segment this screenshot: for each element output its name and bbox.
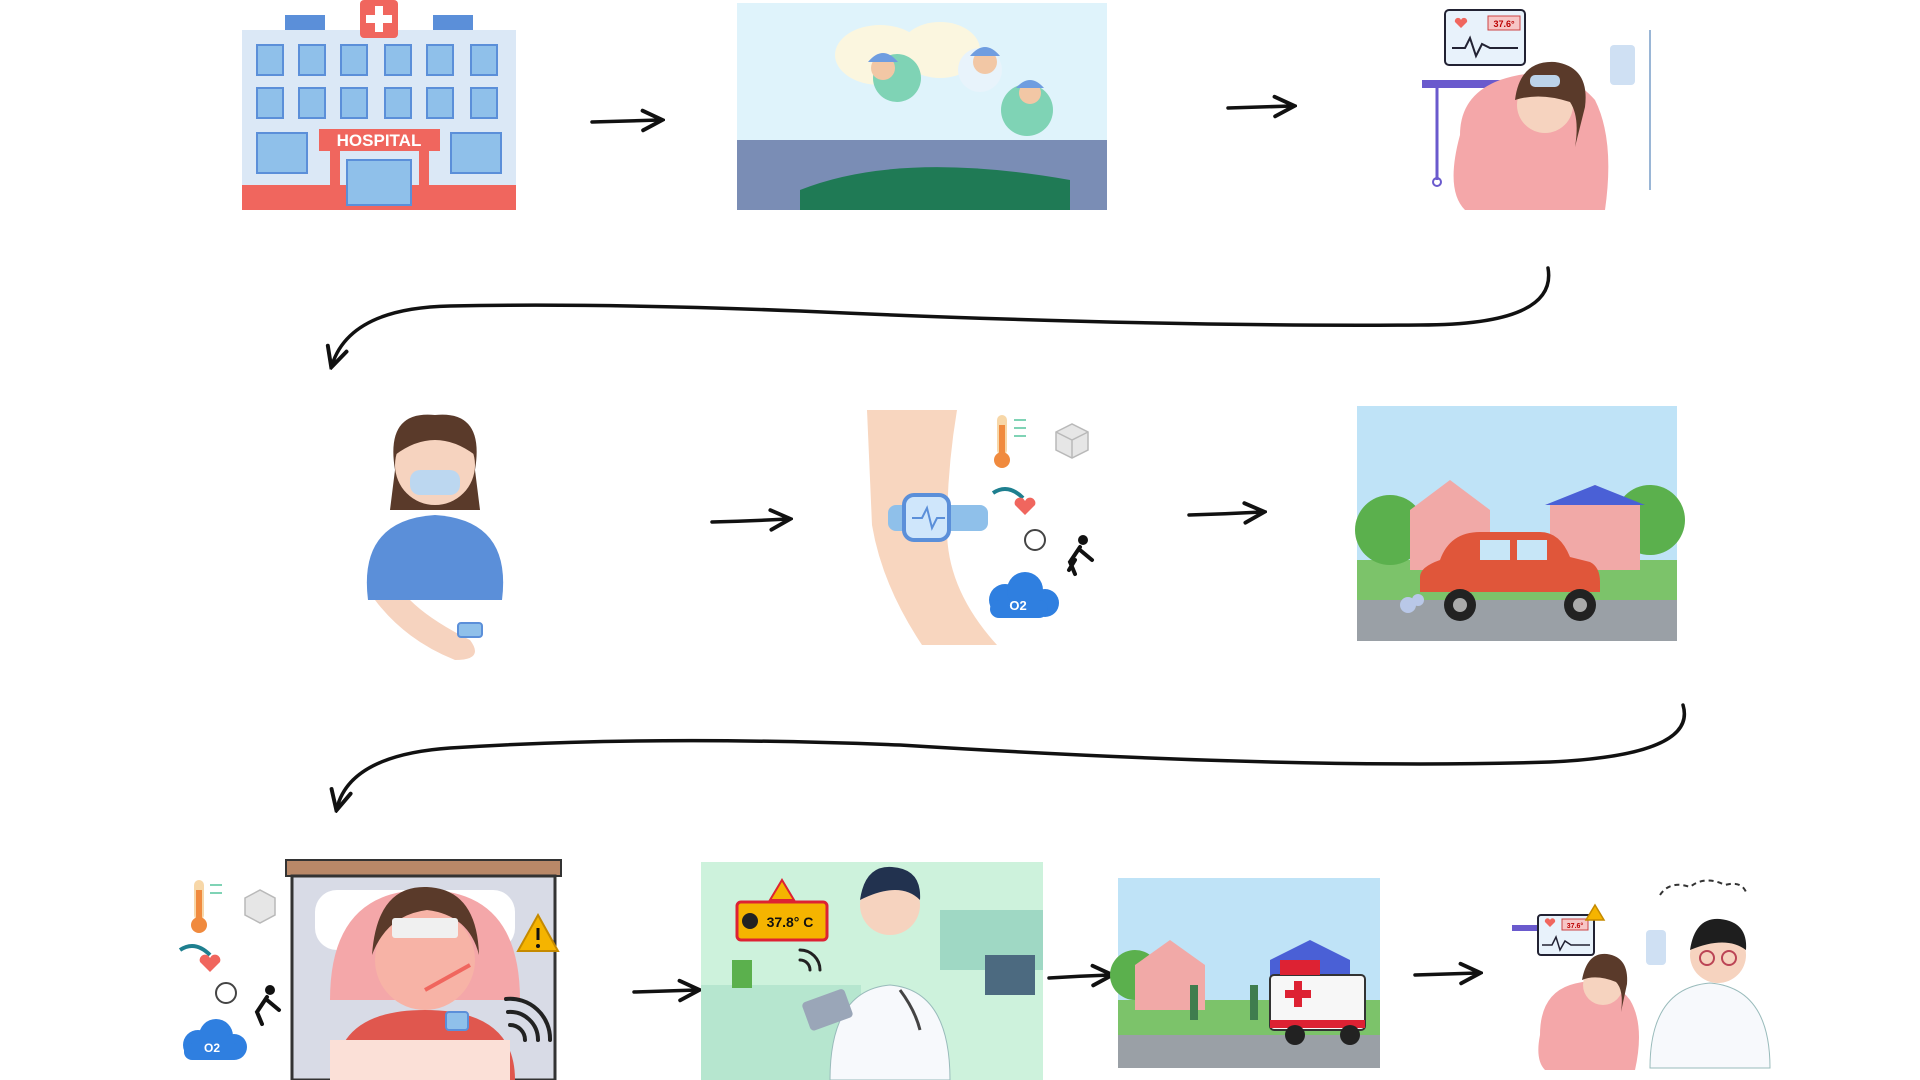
- paramedic: [1190, 985, 1198, 1020]
- alert-temp-text: 37.8° C: [767, 914, 814, 930]
- sugar-cube-icon: [1055, 423, 1089, 459]
- arrow-5: [632, 990, 697, 992]
- smartwatch-sensors: O2: [867, 410, 1094, 645]
- patient-wearing-watch: [366, 414, 504, 660]
- sick-patient-bed: [285, 859, 562, 1080]
- final-monitor-temp: 37.6°: [1567, 922, 1584, 930]
- street-car-scene: [1355, 406, 1685, 641]
- fall-detection-icon: [254, 985, 281, 1026]
- smartwatch-icon: [445, 1011, 469, 1031]
- heart-icon: [1544, 918, 1556, 927]
- temperature-alert-badge: [735, 900, 829, 942]
- smartwatch-icon: [457, 622, 483, 638]
- oxygen-text: O2: [1009, 598, 1026, 613]
- paramedic: [1250, 985, 1258, 1020]
- blood-pressure-icon: [178, 944, 237, 1004]
- icu-patient-scene: 37.6°: [1422, 9, 1651, 210]
- wifi-signal-icon: [504, 996, 553, 1042]
- curved-arrow-row2-to-row3: [337, 703, 1687, 808]
- thermometer-icon: [191, 880, 222, 933]
- thinking-cloud-icon: [1659, 879, 1748, 896]
- blue-shirt: [366, 515, 504, 600]
- red-car: [1420, 532, 1600, 592]
- warning-icon: [1584, 903, 1606, 921]
- arrow-7: [1413, 973, 1478, 975]
- icu-monitor-temp: 37.6°: [1493, 19, 1515, 29]
- face-mask: [410, 470, 460, 495]
- surgery-scene: [737, 3, 1107, 210]
- iv-bag: [1646, 930, 1666, 965]
- doctor-alert-scene: 37.8° C: [701, 862, 1043, 1080]
- hospital-building: HOSPITAL: [242, 0, 516, 210]
- arrow-3: [710, 519, 788, 522]
- sensor-icons-left: O2: [178, 880, 281, 1060]
- watch-face: [902, 493, 951, 542]
- blood-pressure-icon: [991, 487, 1046, 551]
- fall-detection-icon: [1067, 535, 1094, 576]
- tablet-device: [802, 989, 853, 1031]
- sugar-cube-icon: [244, 889, 276, 924]
- oxygen-text: O2: [204, 1041, 220, 1055]
- heart-icon: [1454, 17, 1468, 28]
- icu-with-doctor-scene: 37.6°: [1512, 879, 1771, 1070]
- hospital-sign-text: HOSPITAL: [337, 131, 422, 150]
- curved-arrow-row1-to-row2: [332, 266, 1551, 365]
- oxygen-cloud-icon: O2: [989, 572, 1059, 618]
- arrow-6: [1047, 975, 1110, 978]
- oxygen-cloud-icon: O2: [183, 1019, 247, 1060]
- warning-icon: [768, 878, 796, 901]
- hospital-sign: [319, 129, 440, 151]
- ambulance-scene: [1110, 878, 1380, 1068]
- wifi-signal-icon: [798, 948, 822, 972]
- iv-bag: [1610, 45, 1635, 85]
- arrow-1: [590, 120, 660, 122]
- thermometer-icon: [994, 415, 1026, 468]
- user-icon: [742, 913, 758, 929]
- arrow-2: [1226, 106, 1292, 108]
- arrow-4: [1187, 512, 1262, 515]
